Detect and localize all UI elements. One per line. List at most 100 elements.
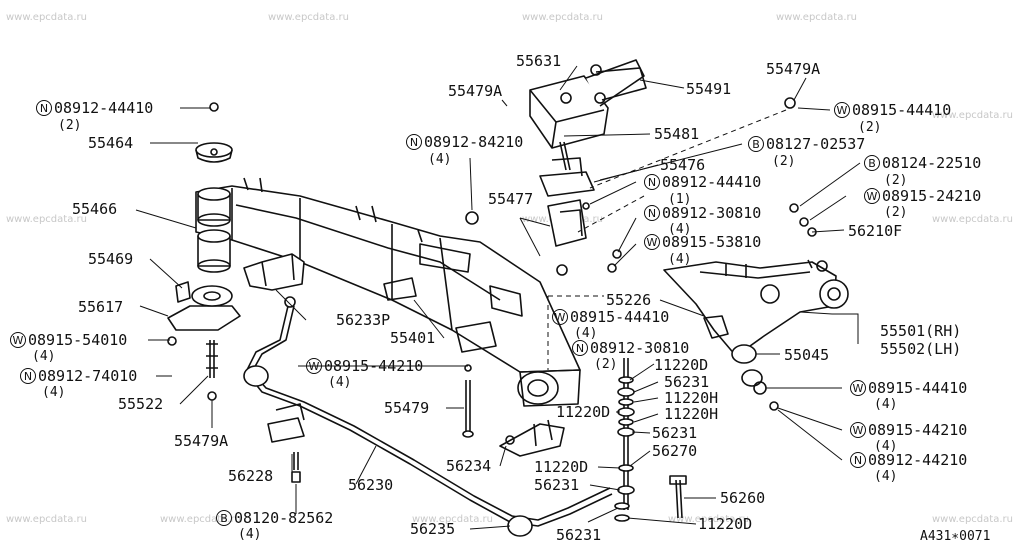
part-number: 08915-44410 — [852, 101, 951, 119]
part-number[interactable]: 56230 — [348, 476, 393, 494]
part-number[interactable]: 55401 — [390, 329, 435, 347]
part-number[interactable]: 55502(LH) — [880, 340, 961, 358]
bracket-56234[interactable] — [499, 419, 565, 457]
watermark: www.epcdata.ru — [522, 12, 603, 23]
part-number[interactable]: 56231 — [556, 526, 601, 544]
callout-with-prefix[interactable]: W 08915-44410 (4) — [850, 379, 968, 412]
part-number[interactable]: 55522 — [118, 395, 163, 413]
part-number[interactable]: 56260 — [720, 489, 765, 507]
part-number[interactable]: 55469 — [88, 250, 133, 268]
parts-layer — [135, 59, 861, 537]
watermark: www.epcdata.ru — [668, 514, 749, 525]
prefix-badge: W — [853, 424, 864, 437]
part-number[interactable]: 11220D — [654, 356, 708, 374]
prefix-badge: N — [648, 176, 656, 189]
callout-with-prefix[interactable]: N 08912-30810 (4) — [644, 204, 762, 237]
mount-bushing-55466[interactable] — [197, 187, 231, 273]
prefix-badge: N — [24, 370, 32, 383]
part-number: 08915-54010 — [28, 331, 127, 349]
part-number[interactable]: 56235 — [410, 520, 455, 538]
part-number[interactable]: 56233P — [336, 311, 390, 329]
figure-reference: A431∗0071 — [920, 529, 990, 544]
rod-56260[interactable] — [669, 475, 687, 519]
callout-with-prefix[interactable]: N 08912-44410 (1) — [644, 173, 762, 207]
diff-mount-bracket-55476[interactable] — [539, 141, 595, 197]
quantity: (2) — [58, 118, 81, 133]
lower-arm-55501[interactable] — [663, 97, 849, 411]
diff-mount-insulator-55477[interactable] — [465, 199, 622, 276]
part-number[interactable]: 55477 — [488, 190, 533, 208]
stud-bolt-55522[interactable] — [206, 340, 218, 401]
part-number: 08915-44410 — [570, 308, 669, 326]
part-number[interactable]: 55045 — [784, 346, 829, 364]
mount-bushing-upper[interactable] — [195, 142, 233, 163]
part-number[interactable]: 55501(RH) — [880, 322, 961, 340]
callout-with-prefix[interactable]: W 08915-53810 (4) — [644, 233, 762, 267]
stabilizer-clamp-56228[interactable] — [267, 403, 305, 483]
part-number[interactable]: 55631 — [516, 52, 561, 70]
callout-with-prefix[interactable]: N 08912-30810 (2) — [572, 339, 690, 372]
part-number[interactable]: 55479A — [448, 82, 502, 100]
quantity: (2) — [772, 154, 795, 169]
suspension-member[interactable] — [195, 177, 581, 407]
part-number[interactable]: 55479 — [384, 399, 429, 417]
part-number[interactable]: 55464 — [88, 134, 133, 152]
part-number[interactable]: 11220H — [664, 389, 718, 407]
part-number[interactable]: 55491 — [686, 80, 731, 98]
callout-with-prefix[interactable]: N 08912-44410 (2) — [36, 99, 154, 133]
callout-with-prefix[interactable]: B 08127-02537 (2) — [748, 135, 866, 169]
callout-with-prefix[interactable]: W 08915-44210 (4) — [850, 421, 968, 454]
part-number[interactable]: 11220D — [698, 515, 752, 533]
part-number: 08912-44410 — [54, 99, 153, 117]
part-number[interactable]: 56231 — [534, 476, 579, 494]
quantity: (4) — [874, 469, 897, 484]
callout-with-prefix[interactable]: W 08915-24210 (2) — [864, 187, 982, 220]
callout-with-prefix[interactable]: W 08915-44410 (2) — [834, 101, 952, 135]
prefix-badge: N — [648, 207, 656, 220]
part-number[interactable]: 55479A — [766, 60, 820, 78]
part-number: 08915-53810 — [662, 233, 761, 251]
callout-with-prefix[interactable]: W 08915-44410 (4) — [552, 308, 670, 341]
bracket-56233p[interactable] — [243, 253, 305, 291]
callout-with-prefix[interactable]: N 08912-84210 (4) — [406, 133, 524, 167]
part-number[interactable]: 55479A — [174, 432, 228, 450]
rubber-mount-55617[interactable] — [167, 102, 241, 346]
part-number[interactable]: 11220H — [664, 405, 718, 423]
quantity: (2) — [884, 173, 907, 188]
part-number: 08912-30810 — [590, 339, 689, 357]
callout-with-prefix[interactable]: W 08915-44210 (4) — [306, 357, 424, 390]
callout-with-prefix[interactable]: W 08915-54010 (4) — [10, 331, 128, 364]
part-number[interactable]: 56231 — [664, 373, 709, 391]
part-number[interactable]: 56270 — [652, 442, 697, 460]
callout-with-prefix[interactable]: N 08912-44210 (4) — [850, 451, 968, 484]
prefix-badge: W — [309, 360, 320, 373]
callout-with-prefix[interactable]: B 08124-22510 (2) — [864, 154, 982, 188]
part-number[interactable]: 55617 — [78, 298, 123, 316]
watermark: www.epcdata.ru — [6, 12, 87, 23]
watermark: www.epcdata.ru — [776, 12, 857, 23]
part-number[interactable]: 55476 — [660, 156, 705, 174]
part-number[interactable]: 55466 — [72, 200, 117, 218]
part-number: 08915-44210 — [324, 357, 423, 375]
prefix-badge: W — [13, 334, 24, 347]
callout-with-prefix[interactable]: N 08912-74010 (4) — [20, 367, 138, 400]
watermark: www.epcdata.ru — [160, 514, 241, 525]
part-number: 08915-24210 — [882, 187, 981, 205]
part-number[interactable]: 56231 — [652, 424, 697, 442]
part-number[interactable]: 55481 — [654, 125, 699, 143]
part-number[interactable]: 56228 — [228, 467, 273, 485]
diff-mount-member-55631[interactable] — [529, 59, 647, 149]
part-number[interactable]: 55226 — [606, 291, 651, 309]
part-number[interactable]: 11220D — [556, 403, 610, 421]
connecting-rod-stack[interactable] — [614, 358, 635, 522]
prefix-badge: B — [220, 512, 228, 525]
quantity: (4) — [574, 326, 597, 341]
callout-with-prefix[interactable]: B 08120-82562 (4) — [216, 509, 334, 542]
part-number[interactable]: 56210F — [848, 222, 902, 240]
part-number[interactable]: 11220D — [534, 458, 588, 476]
part-number: 08912-74010 — [38, 367, 137, 385]
quantity: (4) — [238, 527, 261, 542]
part-number[interactable]: 56234 — [446, 457, 491, 475]
bolt-55479[interactable] — [462, 364, 474, 438]
stabilizer-bar-56230[interactable] — [243, 296, 613, 537]
